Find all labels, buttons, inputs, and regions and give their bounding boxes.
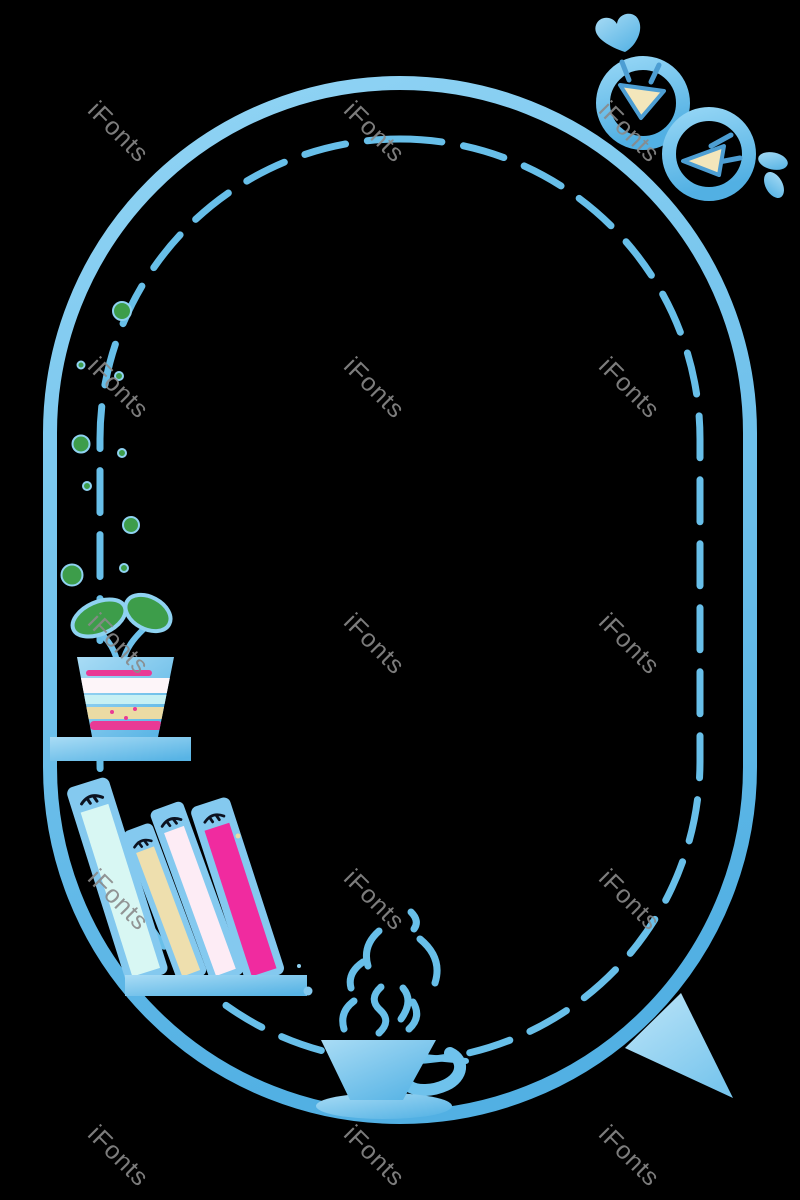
coffee-cup-group (316, 908, 469, 1119)
bubble (119, 563, 129, 573)
bubble (82, 481, 92, 491)
pot-stripe (77, 678, 174, 693)
speck (297, 964, 301, 968)
lens-right (662, 107, 756, 201)
heart-leaf (595, 13, 641, 52)
cup-body (321, 1040, 436, 1100)
pot-stripes (77, 670, 174, 730)
bubble (76, 360, 86, 370)
book-magenta (191, 797, 284, 984)
lower-shelf (125, 975, 307, 996)
book-mint (67, 777, 168, 984)
side-petal (764, 172, 784, 198)
leaf-right (123, 592, 173, 634)
bubble (112, 301, 132, 321)
speck (235, 833, 241, 839)
upper-shelf (50, 737, 191, 761)
leaning-books (67, 777, 313, 996)
book-spine (164, 825, 236, 976)
side-petal (758, 152, 788, 170)
book-spine (204, 822, 277, 977)
closed-eye-left (618, 83, 666, 120)
bubble (114, 371, 124, 381)
closed-eye-right (681, 144, 726, 177)
pot-dot (124, 716, 128, 720)
pot-stripe (79, 707, 171, 719)
book-pink (150, 801, 244, 984)
pot-stripe (90, 721, 162, 730)
bubble (60, 563, 84, 587)
book-cream (123, 823, 207, 983)
pot-stripe (86, 670, 152, 676)
book-face (203, 813, 226, 824)
book-face (80, 794, 105, 806)
pot-dot (110, 710, 114, 714)
cup-handle (403, 1047, 466, 1096)
bubble (117, 448, 127, 458)
book-spine (80, 803, 161, 977)
lash-lines-left (619, 59, 662, 85)
bubble (71, 434, 91, 454)
pot-dot (133, 707, 137, 711)
book-face (133, 838, 153, 849)
lens-left (596, 56, 690, 150)
bubble (122, 516, 140, 534)
leaf-left (70, 597, 128, 639)
book-spine (136, 846, 201, 977)
green-bubbles (60, 301, 140, 587)
pot-stripe (77, 695, 173, 704)
corner-foot-triangle (625, 993, 733, 1098)
shelf-nub (303, 986, 313, 996)
steam-lines (339, 908, 441, 1037)
glasses (595, 13, 788, 201)
potted-sprout (50, 592, 191, 761)
book-face (160, 817, 183, 828)
